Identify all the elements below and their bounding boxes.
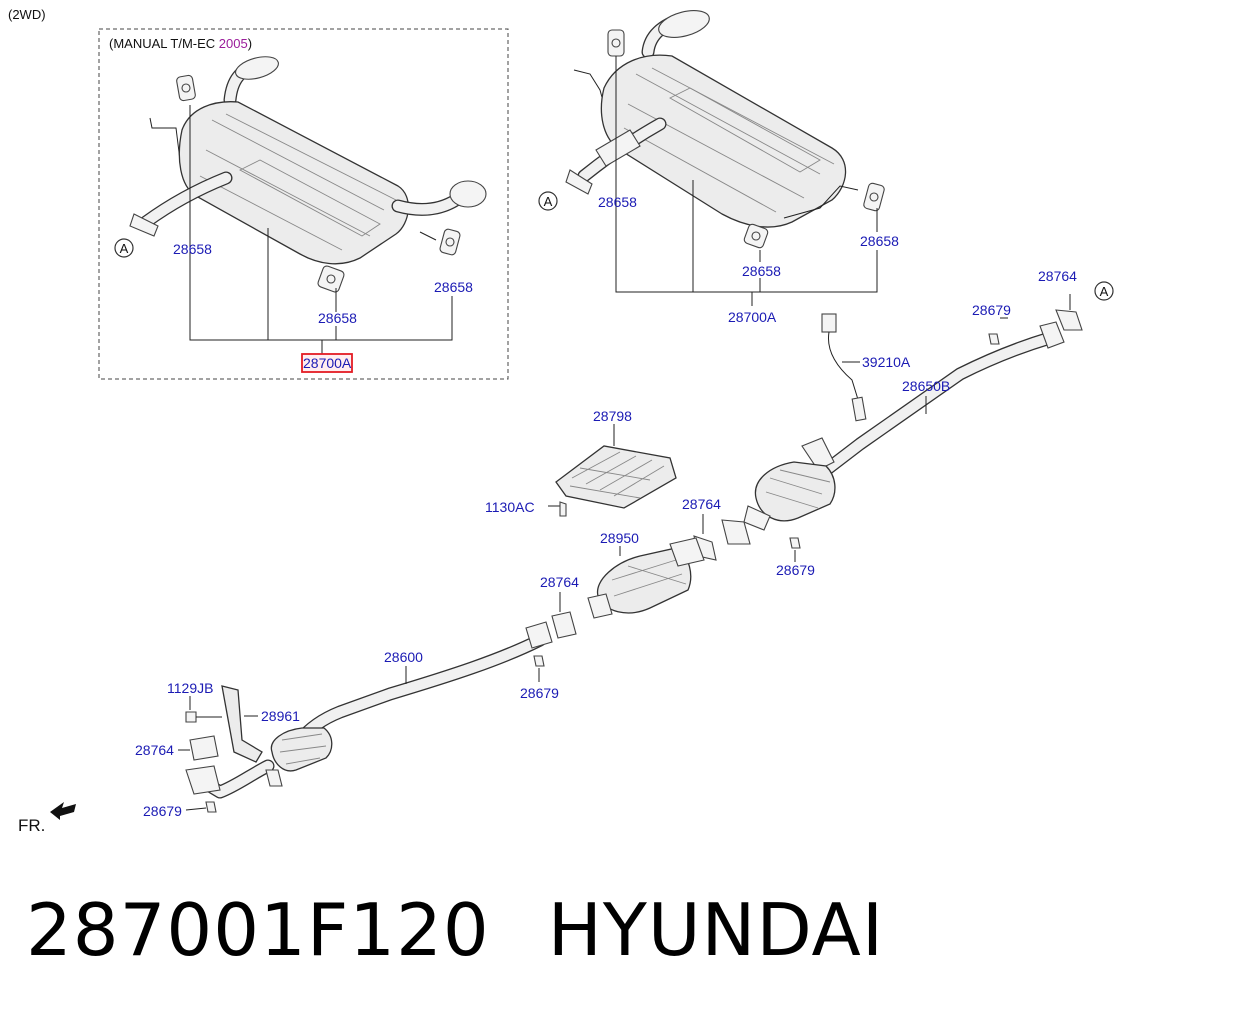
top-muffler-body [600,54,847,228]
top-label-28700a: 28700A [728,309,777,325]
front-ref-a-circle [1094,281,1114,301]
inset-title: (MANUAL T/M-EC 2005) [109,36,252,51]
inset-muffler [178,101,410,265]
top-label-28658-right: 28658 [860,233,899,249]
top-label-28658-left: 28658 [598,194,637,210]
inset-label-28700a: 28700A [303,355,352,371]
front-indicator: FR. [18,802,76,835]
bolt-1130ac [559,501,567,517]
highlighted-part-box [301,353,353,373]
top-ref-a-label: A [544,194,553,209]
nut-low [533,655,545,667]
top-ref-a-circle [538,191,558,211]
inset-hanger-right [439,228,461,256]
nut-bot [205,801,217,813]
label-28764-low: 28764 [540,574,579,590]
label-28764-mid: 28764 [682,496,721,512]
label-28679-bot: 28679 [143,803,182,819]
front-ref-a-label: A [1100,284,1109,299]
footer-brand: HYUNDAI [547,888,885,972]
inset-hanger-left [176,74,196,102]
gasket-28764-bot [189,735,219,761]
exhaust-diagram: (2WD) (MANUAL T/M-EC 2005) [8,7,1114,835]
gasket-top [1055,309,1083,331]
label-28764-top: 28764 [1038,268,1077,284]
heat-protector-28798 [555,445,677,509]
inset-inlet-flange [129,213,159,237]
label-39210a: 39210A [862,354,911,370]
top-hanger-mid [743,223,769,249]
center-pipe-flange [1039,321,1065,349]
manifold-flange [185,765,221,795]
inset-tailpipe-right [449,180,487,208]
cat-front-flange-front [587,593,613,619]
inset-bracket-wire [149,117,181,161]
label-1129jb: 1129JB [167,680,213,696]
label-28650b: 28650B [902,378,950,394]
inset-group: (MANUAL T/M-EC 2005) [98,28,509,380]
oxygen-sensor-39210a [821,313,867,422]
inset-ref-a-label: A [120,241,129,256]
inset-dashed-box [98,28,509,380]
label-28950: 28950 [600,530,639,546]
label-28600: 28600 [384,649,423,665]
top-hanger-right [863,182,885,212]
label-28679-low: 28679 [520,685,559,701]
catalytic-converter-front [596,547,692,614]
bracket-28961 [221,685,263,763]
footer: 287001F120 HYUNDAI [26,888,884,972]
label-28679-mid: 28679 [776,562,815,578]
top-hanger-left [607,29,625,57]
nut-top [988,333,1000,345]
catalytic-converter-rear [754,461,836,522]
front-arrow-icon [50,802,76,820]
inset-label-28658-mid: 28658 [318,310,357,326]
label-28764-bot: 28764 [135,742,174,758]
front-pipe-flange [525,621,553,649]
top-label-28658-mid: 28658 [742,263,781,279]
nut-mid [789,537,801,549]
label-1130ac: 1130AC [485,499,535,515]
label-28961: 28961 [261,708,300,724]
top-flex-section [595,129,641,167]
top-tailpipe [658,10,710,38]
footer-part-number: 287001F120 [26,888,490,972]
top-inlet-flange [565,169,593,195]
label-28798: 28798 [593,408,632,424]
cat-front-flange-rear [669,537,705,567]
gasket-mid-flange [721,519,751,545]
gasket-28764-low [551,611,577,639]
inset-ref-a-circle [114,238,134,258]
inset-label-28658-right: 28658 [434,279,473,295]
variant-label: (2WD) [8,7,46,22]
inset-hanger-mid [317,265,345,293]
inset-label-28658-left: 28658 [173,241,212,257]
hanger-bracket-cat [801,437,835,471]
top-muffler-group: A 28658 28658 28658 28700A [538,10,899,325]
bolt-1129jb [185,711,197,723]
front-label: FR. [18,816,45,835]
front-section-group: A [135,268,1114,819]
label-28679-top: 28679 [972,302,1011,318]
